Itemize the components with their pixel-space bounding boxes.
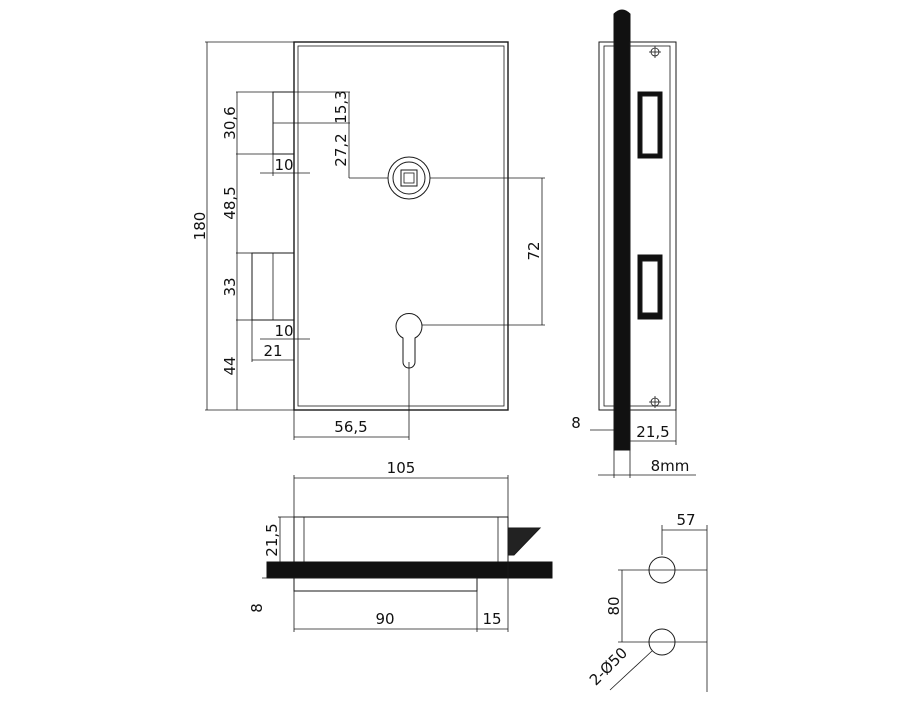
top-view: 105 21,5 8 90 15 <box>248 459 553 632</box>
side-glass-panel <box>613 9 631 451</box>
top-glass-panel <box>266 561 553 579</box>
dim-front-lower-block: 33 <box>221 277 239 296</box>
dim-front-keyhole-x: 56,5 <box>334 418 367 436</box>
side-view: 8 21,5 8mm <box>571 9 696 478</box>
dim-side-glass-thickness: 8mm <box>651 457 690 475</box>
dim-cutout-spacing: 80 <box>605 596 623 615</box>
dim-front-knob-to-keyhole: 72 <box>525 241 543 260</box>
dim-top-width: 105 <box>387 459 416 477</box>
side-outer-plate <box>598 41 615 411</box>
cutout-view: 57 80 2-Ø50 <box>586 511 708 692</box>
dim-top-glass: 8 <box>248 603 266 613</box>
dim-front-lower-width: 21 <box>263 342 282 360</box>
dim-side-body-depth: 21,5 <box>636 423 669 441</box>
dim-front-mid-gap: 48,5 <box>221 186 239 219</box>
dim-top-depth: 21,5 <box>263 523 281 556</box>
dim-front-bottom-gap: 44 <box>221 356 239 375</box>
dim-top-overhang: 15 <box>482 610 501 628</box>
top-bottom-plate <box>293 577 478 592</box>
dim-side-glass-left: 8 <box>571 414 581 432</box>
lock-body-outline <box>293 41 509 411</box>
dim-top-plate: 90 <box>375 610 394 628</box>
dim-front-height-total: 180 <box>191 212 209 241</box>
lock-body-inner <box>297 45 505 407</box>
knob-spindle <box>387 156 431 200</box>
dim-cutout-offset: 57 <box>676 511 695 529</box>
dim-front-upper-notch: 10 <box>274 156 293 174</box>
screw-top-icon <box>649 46 661 58</box>
screw-bottom-icon <box>649 396 661 408</box>
top-lock-body <box>293 516 509 563</box>
dim-cutout-holes: 2-Ø50 <box>586 644 631 689</box>
dim-front-top-offset: 15,3 <box>332 90 350 123</box>
dim-front-knob-offset: 27,2 <box>332 133 350 166</box>
front-view: 180 30,6 48,5 33 44 15,3 27,2 10 10 21 7… <box>191 41 545 440</box>
keyhole <box>395 312 423 369</box>
dim-front-lower-notch: 10 <box>274 322 293 340</box>
dim-front-upper-block: 30,6 <box>221 106 239 139</box>
top-latch <box>507 527 542 556</box>
